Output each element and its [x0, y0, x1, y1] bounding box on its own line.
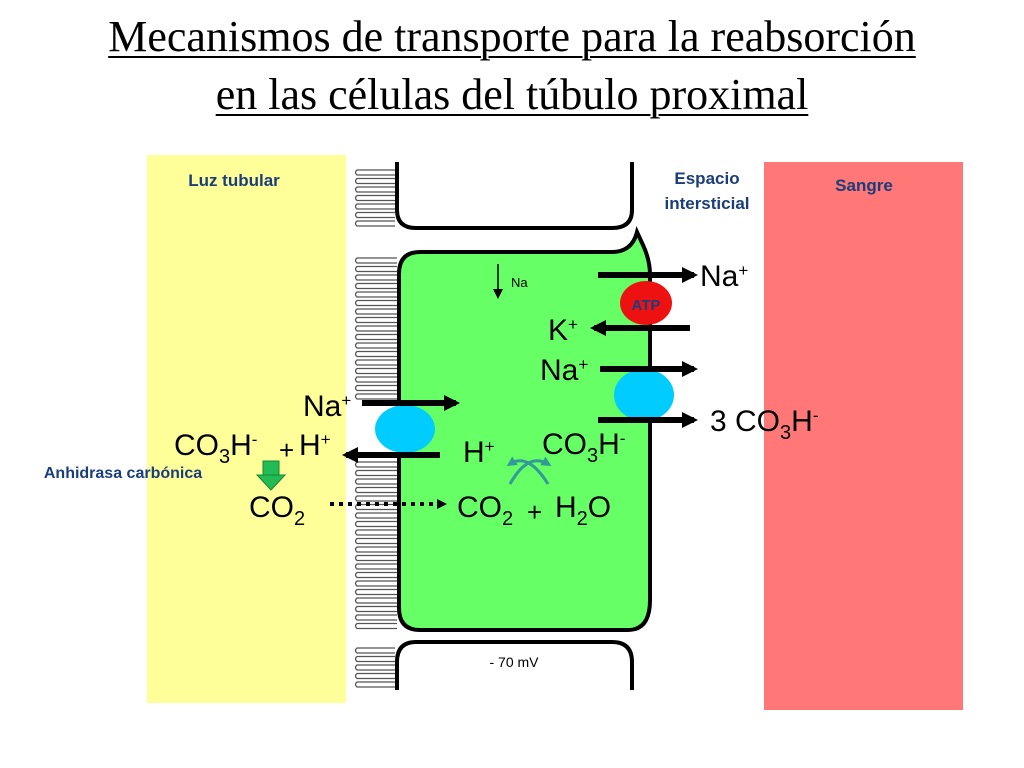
slide-title: Mecanismos de transporte para la reabsor…	[0, 8, 1024, 124]
microvillus	[354, 647, 395, 654]
interstitial-label-1: Espacio	[674, 169, 739, 188]
microvillus	[354, 384, 397, 392]
microvillus	[354, 529, 397, 536]
lumen-plus-label: +	[279, 435, 294, 465]
cell-plus-label: +	[527, 497, 542, 527]
microvillus	[354, 672, 395, 680]
microvillus	[354, 342, 397, 349]
microvillus	[354, 605, 397, 613]
microvillus	[354, 520, 397, 528]
microvillus	[354, 316, 397, 324]
na-gradient-label: Na	[511, 275, 528, 290]
microvillus	[354, 546, 397, 553]
microvillus	[354, 571, 397, 579]
microvillus	[354, 211, 395, 219]
microvillus	[354, 622, 397, 630]
microvillus	[354, 478, 397, 485]
interstitial-label-2: intersticial	[664, 194, 749, 213]
microvillus	[354, 194, 395, 202]
lumen-co2-label: CO2	[249, 491, 305, 530]
microvillus	[354, 376, 397, 383]
blood-label: Sangre	[835, 176, 893, 195]
brush-border	[354, 169, 397, 688]
microvillus	[354, 257, 397, 264]
microvillus	[354, 655, 395, 663]
lumen-region	[147, 155, 346, 703]
dissociation-arrows	[506, 456, 552, 485]
microvillus	[354, 367, 397, 375]
microvillus	[354, 469, 397, 477]
microvillus	[354, 177, 395, 185]
microvillus	[354, 486, 397, 494]
microvillus	[354, 461, 397, 468]
microvillus	[354, 299, 397, 307]
microvillus	[354, 588, 397, 596]
cell-co2-label: CO2	[457, 491, 513, 530]
microvillus	[354, 308, 397, 315]
cell-bicarb-label: CO3H-	[542, 428, 625, 467]
proximal-tubule-cell	[397, 226, 652, 632]
upper-cell-outline	[395, 162, 634, 230]
microvillus	[354, 282, 397, 290]
k-influx-label: K+	[548, 314, 578, 347]
na-cotransport-label: Na+	[540, 354, 588, 387]
microvillus	[354, 664, 395, 671]
enzyme-label: Anhidrasa carbónica	[44, 465, 202, 482]
microvillus	[354, 265, 397, 273]
atp-label: ATP	[632, 297, 661, 314]
blood-region	[764, 162, 963, 710]
na-apical-label: Na+	[303, 390, 351, 423]
microvillus	[354, 580, 397, 587]
microvillus	[354, 291, 397, 298]
atp-pump	[620, 281, 672, 325]
cell-h-label: H+	[463, 436, 495, 469]
microvillus	[354, 393, 397, 400]
microvillus	[354, 503, 397, 511]
title-line-2: en las células del túbulo proximal	[215, 70, 809, 119]
microvillus	[354, 597, 397, 604]
microvillus	[354, 203, 395, 210]
microvillus	[354, 614, 397, 621]
apical-exchanger	[375, 405, 435, 453]
lumen-h-label: H+	[299, 429, 331, 462]
microvillus	[354, 359, 397, 366]
microvillus	[354, 512, 397, 519]
carbonic-anhydrase-arrow	[255, 460, 287, 491]
microvillus	[354, 554, 397, 562]
microvillus	[354, 350, 397, 358]
microvillus	[354, 681, 395, 688]
membrane-potential-label: - 70 mV	[489, 654, 539, 670]
title-line-1: Mecanismos de transporte para la reabsor…	[108, 12, 916, 61]
lumen-bicarb-label: CO3H-	[174, 429, 257, 468]
cell-water-label: H2O	[555, 491, 611, 530]
microvillus	[354, 220, 395, 227]
microvillus	[354, 169, 395, 176]
microvillus	[354, 333, 397, 341]
na-efflux-label: Na+	[700, 260, 748, 293]
lower-cell-outline	[395, 640, 634, 690]
basolateral-cotransporter	[614, 369, 674, 421]
microvillus	[354, 274, 397, 281]
bicarb-efflux-label: 3 CO3H-	[710, 405, 819, 444]
lumen-label: Luz tubular	[188, 171, 280, 190]
microvillus	[354, 537, 397, 545]
microvillus	[354, 325, 397, 332]
microvillus	[354, 563, 397, 570]
microvillus	[354, 186, 395, 193]
microvillus	[354, 495, 397, 502]
